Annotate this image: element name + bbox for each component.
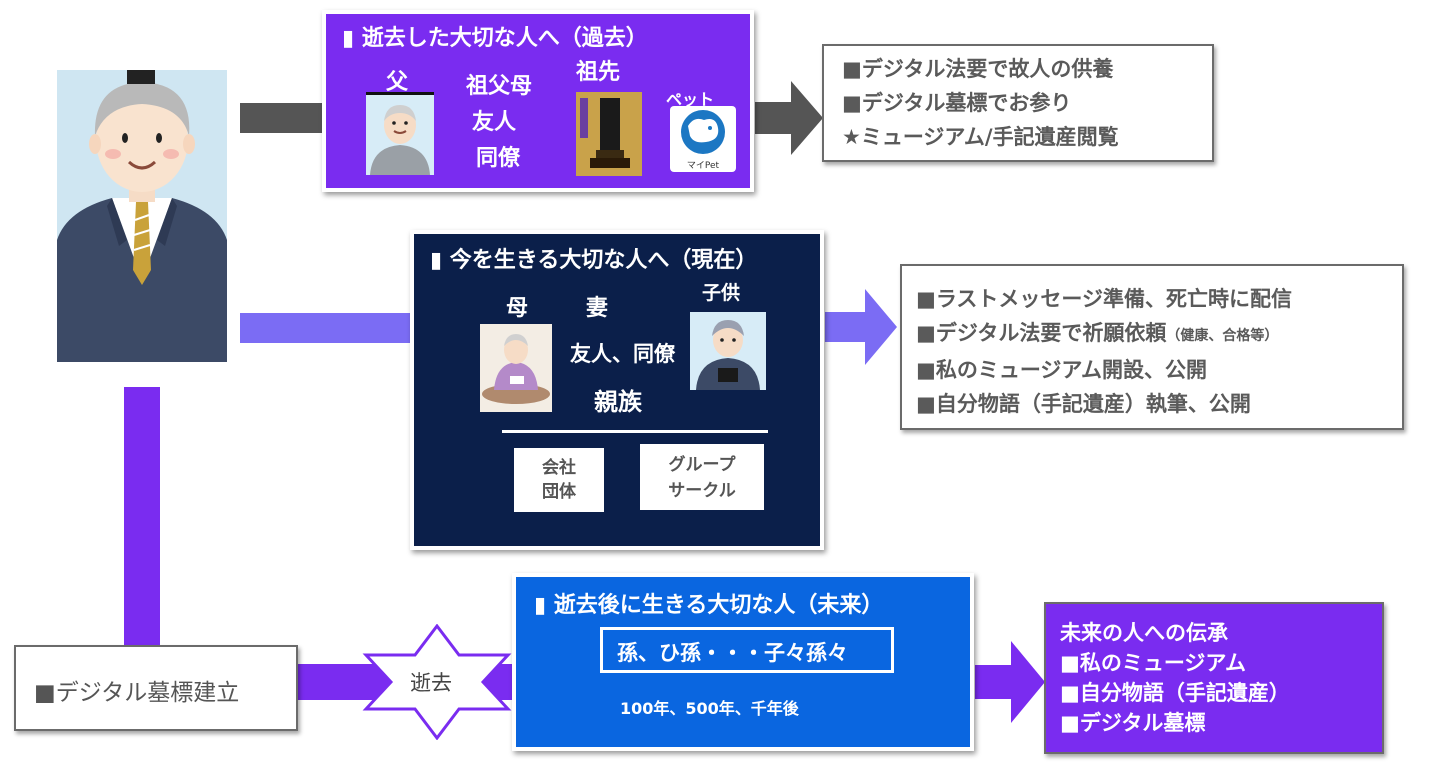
descendants-frame: 孫、ひ孫・・・子々孫々: [600, 627, 894, 673]
father-illustration: [366, 92, 434, 175]
person-illustration: [57, 70, 227, 362]
passing-star-icon: [362, 624, 512, 740]
past-title: ▮ 逝去した大切な人へ（過去）: [342, 26, 648, 51]
future-title: ▮ 逝去後に生きる大切な人（未来）: [534, 593, 884, 618]
present-output-line: ■デジタル法要で祈願依頼（健康、合格等）: [916, 316, 1402, 353]
past-box: ▮ 逝去した大切な人へ（過去） 父 祖父母 友人 同僚 祖先 ペット マイPet: [322, 10, 754, 192]
future-output-box: 未来の人への伝承 ■私のミュージアム ■自分物語（手記遺産） ■デジタル墓標: [1044, 602, 1384, 754]
past-output-line: ■デジタル墓標でお参り: [842, 91, 1072, 115]
tombstone-label: ■デジタル墓標建立: [34, 680, 240, 706]
connector-person-to-present: [240, 313, 415, 343]
arrow-past-to-output: [755, 81, 823, 155]
arrow-future-to-output: [975, 641, 1045, 723]
connector-vertical: [124, 387, 160, 645]
descendants-label: 孫、ひ孫・・・子々孫々: [617, 641, 848, 665]
dog-logo-icon: [681, 110, 725, 154]
past-output-line: ★ミュージアム/手記遺産閲覧: [842, 125, 1119, 149]
child-illustration: [690, 312, 766, 390]
present-output-main: ■デジタル法要で祈願依頼: [916, 321, 1167, 345]
label-father: 父: [386, 70, 409, 95]
grave-tablet-icon: [576, 92, 642, 176]
label-children: 子供: [702, 282, 741, 304]
company-card: 会社 団体: [514, 448, 604, 512]
present-title: ▮ 今を生きる大切な人へ（現在）: [430, 248, 758, 273]
pet-logo: マイPet: [670, 106, 736, 172]
future-output-line: 未来の人への伝承: [1060, 621, 1228, 645]
present-output-main: ■自分物語（手記遺産）執筆、公開: [916, 392, 1251, 416]
arrow-present-to-output: [825, 289, 897, 365]
years-label: 100年、500年、千年後: [620, 699, 799, 718]
connector-person-to-past: [240, 103, 326, 133]
present-divider: [502, 430, 768, 433]
elderly-man-icon: [370, 105, 430, 175]
present-output-box: ■ラストメッセージ準備、死亡時に配信 ■デジタル法要で祈願依頼（健康、合格等） …: [900, 264, 1404, 430]
future-output-line: ■デジタル墓標: [1060, 711, 1206, 735]
mother-illustration: [480, 324, 552, 412]
present-output-line: ■ラストメッセージ準備、死亡時に配信: [916, 282, 1402, 316]
future-box: ▮ 逝去後に生きる大切な人（未来） 孫、ひ孫・・・子々孫々 100年、500年、…: [512, 573, 974, 751]
label-ancestors: 祖先: [576, 60, 621, 85]
present-output-line: ■私のミュージアム開設、公開: [916, 353, 1402, 387]
company-label-line2: 団体: [542, 482, 576, 502]
passing-label: 逝去: [410, 671, 452, 695]
past-output-line: ■デジタル法要で故人の供養: [842, 57, 1114, 81]
present-output-note: （健康、合格等）: [1166, 328, 1279, 344]
ancestors-illustration: [576, 92, 642, 176]
label-colleagues: 同僚: [476, 146, 521, 171]
schoolboy-icon: [696, 320, 760, 390]
label-friends-colleagues: 友人、同僚: [570, 342, 675, 366]
group-label-line2: サークル: [668, 481, 736, 501]
label-mother: 母: [506, 296, 529, 321]
past-output-box: ■デジタル法要で故人の供養 ■デジタル墓標でお参り ★ミュージアム/手記遺産閲覧: [822, 44, 1214, 162]
present-output-main: ■ラストメッセージ準備、死亡時に配信: [916, 287, 1292, 311]
label-relatives: 親族: [594, 388, 642, 416]
present-output-main: ■私のミュージアム開設、公開: [916, 358, 1207, 382]
present-output-line: ■自分物語（手記遺産）執筆、公開: [916, 387, 1402, 421]
label-grandparents: 祖父母: [466, 74, 533, 99]
future-output-line: ■自分物語（手記遺産）: [1060, 681, 1290, 705]
tombstone-box: ■デジタル墓標建立: [14, 645, 298, 731]
label-friends: 友人: [472, 110, 517, 135]
elderly-woman-icon: [482, 334, 550, 404]
group-card: グループ サークル: [640, 444, 764, 510]
businessman-icon: [57, 70, 227, 362]
group-label-line1: グループ: [668, 455, 736, 475]
present-box: ▮ 今を生きる大切な人へ（現在） 母 妻 子供 友人、同僚 親族 会社 団体 グ…: [410, 230, 824, 550]
company-label-line1: 会社: [542, 458, 576, 478]
pet-logo-text: マイPet: [686, 161, 720, 171]
future-output-line: ■私のミュージアム: [1060, 651, 1246, 675]
label-wife: 妻: [586, 296, 609, 321]
label-pet: ペット: [666, 90, 715, 109]
